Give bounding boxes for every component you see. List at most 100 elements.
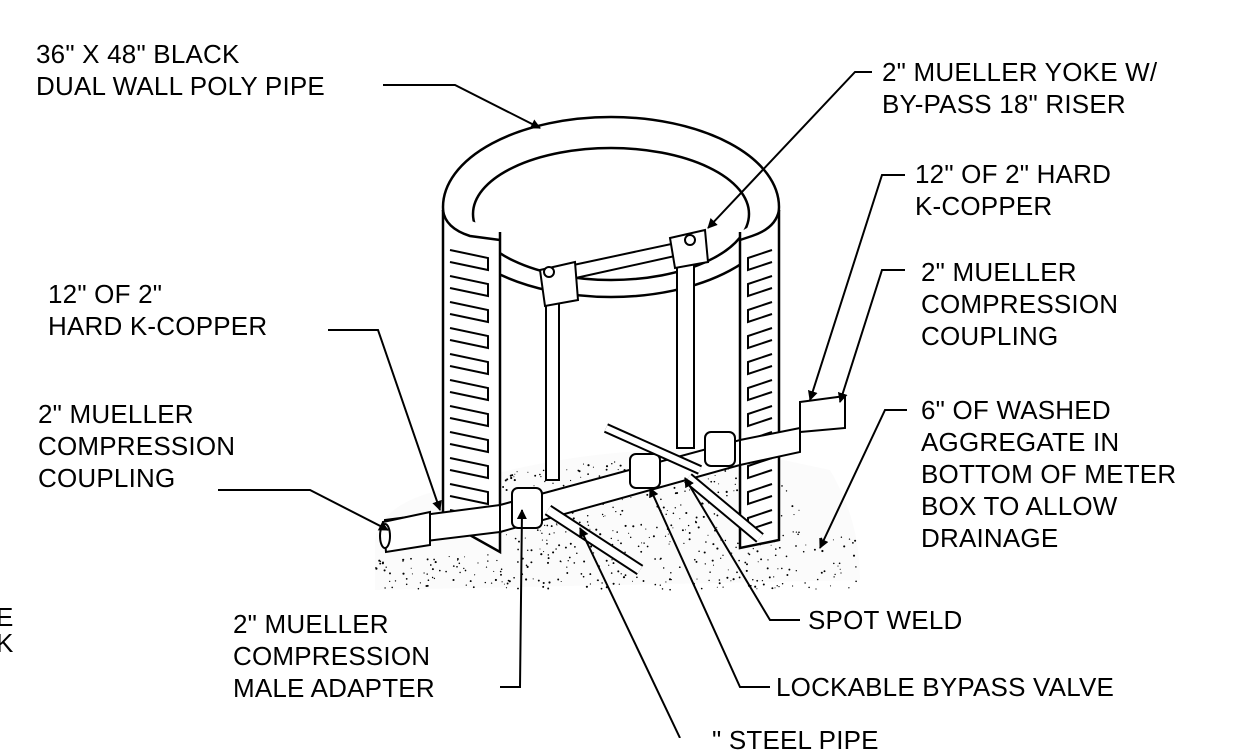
gravel-dot — [640, 523, 642, 526]
gravel-dot — [494, 578, 497, 582]
gravel-dot — [586, 514, 589, 517]
gravel-dot — [546, 542, 548, 545]
gravel-dot — [785, 555, 788, 558]
gravel-dot — [502, 486, 505, 488]
gravel-dot — [781, 583, 784, 585]
gravel-dot — [555, 523, 558, 525]
gravel-dot — [493, 570, 495, 572]
gravel-dot — [555, 548, 557, 550]
gravel-dot — [756, 588, 758, 590]
gravel-dot — [667, 533, 669, 535]
gravel-dot — [433, 577, 436, 580]
gravel-dot — [540, 553, 543, 556]
gravel-dot — [771, 587, 774, 590]
gravel-dot — [546, 539, 548, 541]
gravel-dot — [543, 551, 545, 553]
gravel-dot — [603, 516, 605, 517]
gravel-dot — [487, 554, 489, 556]
yoke-riser-right — [676, 261, 695, 449]
gravel-dot — [570, 479, 572, 482]
gravel-dot — [610, 537, 613, 540]
gravel-dot — [540, 476, 542, 478]
label-yoke-line-1: 2" MUELLER YOKE W/ — [882, 57, 1158, 87]
gravel-dot — [712, 543, 715, 546]
gravel-dot — [660, 498, 662, 501]
gravel-dot — [792, 585, 794, 587]
gravel-dot — [792, 531, 794, 533]
corrugation-rib — [449, 405, 489, 428]
gravel-dot — [544, 524, 546, 527]
gravel-dot — [832, 539, 834, 541]
gravel-dot — [389, 580, 391, 583]
gravel-dot — [501, 581, 503, 583]
gravel-dot — [608, 564, 610, 566]
label-aggregate-line-4: BOX TO ALLOW — [921, 491, 1118, 521]
gravel-dot — [795, 570, 797, 572]
gravel-dot — [394, 580, 397, 582]
gravel-dot — [837, 565, 839, 567]
gravel-dot — [704, 563, 706, 565]
leader-spot-weld — [684, 477, 800, 621]
gravel-dot — [676, 491, 679, 495]
gravel-dot — [526, 565, 529, 568]
gravel-dot — [820, 571, 823, 574]
gravel-dot — [587, 464, 590, 467]
gravel-dot — [518, 540, 520, 543]
gravel-dot — [553, 532, 555, 534]
gravel-dot — [761, 579, 764, 582]
gravel-dot — [645, 528, 647, 530]
gravel-dot — [546, 524, 549, 527]
gravel-dot — [517, 561, 519, 563]
gravel-dot — [632, 580, 633, 582]
gravel-dot — [668, 543, 670, 545]
leader-poly-pipe — [383, 84, 541, 129]
gravel-dot — [525, 564, 528, 567]
gravel-dot — [600, 587, 603, 590]
gravel-dot — [562, 484, 565, 487]
gravel-dot — [547, 587, 550, 590]
gravel-dot — [539, 548, 541, 550]
mueller-yoke — [538, 228, 710, 481]
gravel-dot — [716, 586, 718, 588]
gravel-dot — [820, 537, 823, 540]
gravel-dot — [541, 539, 543, 541]
gravel-dot — [613, 461, 616, 463]
gravel-dot — [727, 569, 729, 571]
gravel-dot — [698, 550, 700, 553]
gravel-dot — [701, 502, 704, 505]
gravel-dot — [688, 538, 691, 541]
gravel-dot — [391, 586, 394, 589]
gravel-dot — [487, 560, 489, 562]
coupling-inner-right — [704, 431, 736, 467]
gravel-dot — [680, 504, 682, 506]
gravel-dot — [612, 530, 614, 532]
corrugation-rib — [747, 301, 773, 324]
gravel-dot — [621, 509, 624, 512]
gravel-dot — [456, 558, 459, 560]
label-copper-left-line-1: 12" OF 2" — [48, 279, 163, 309]
gravel-dot — [629, 536, 632, 539]
gravel-dot — [576, 552, 578, 554]
gravel-dot — [389, 572, 391, 575]
gravel-dot — [734, 483, 736, 485]
gravel-dot — [839, 568, 841, 570]
gravel-dot — [757, 561, 759, 563]
gravel-dot — [684, 529, 687, 531]
label-edge-fragment-line-1: E — [0, 602, 14, 632]
gravel-dot — [747, 552, 749, 554]
label-aggregate-line-3: BOTTOM OF METER — [921, 459, 1177, 489]
gravel-dot — [654, 583, 657, 586]
gravel-dot — [705, 541, 707, 543]
gravel-dot — [429, 564, 432, 566]
gravel-dot — [552, 482, 554, 484]
gravel-dot — [716, 514, 719, 517]
gravel-dot — [465, 584, 467, 586]
gravel-dot — [770, 544, 772, 546]
gravel-dot — [582, 575, 585, 578]
gravel-dot — [617, 469, 619, 471]
gravel-dot — [662, 567, 665, 569]
label-coupling-left-line-3: COUPLING — [38, 463, 176, 493]
meter-box-detail-drawing: 36" X 48" BLACK DUAL WALL POLY PIPE 2" M… — [0, 39, 1177, 755]
gravel-dot — [624, 574, 627, 577]
gravel-dot — [542, 581, 545, 585]
